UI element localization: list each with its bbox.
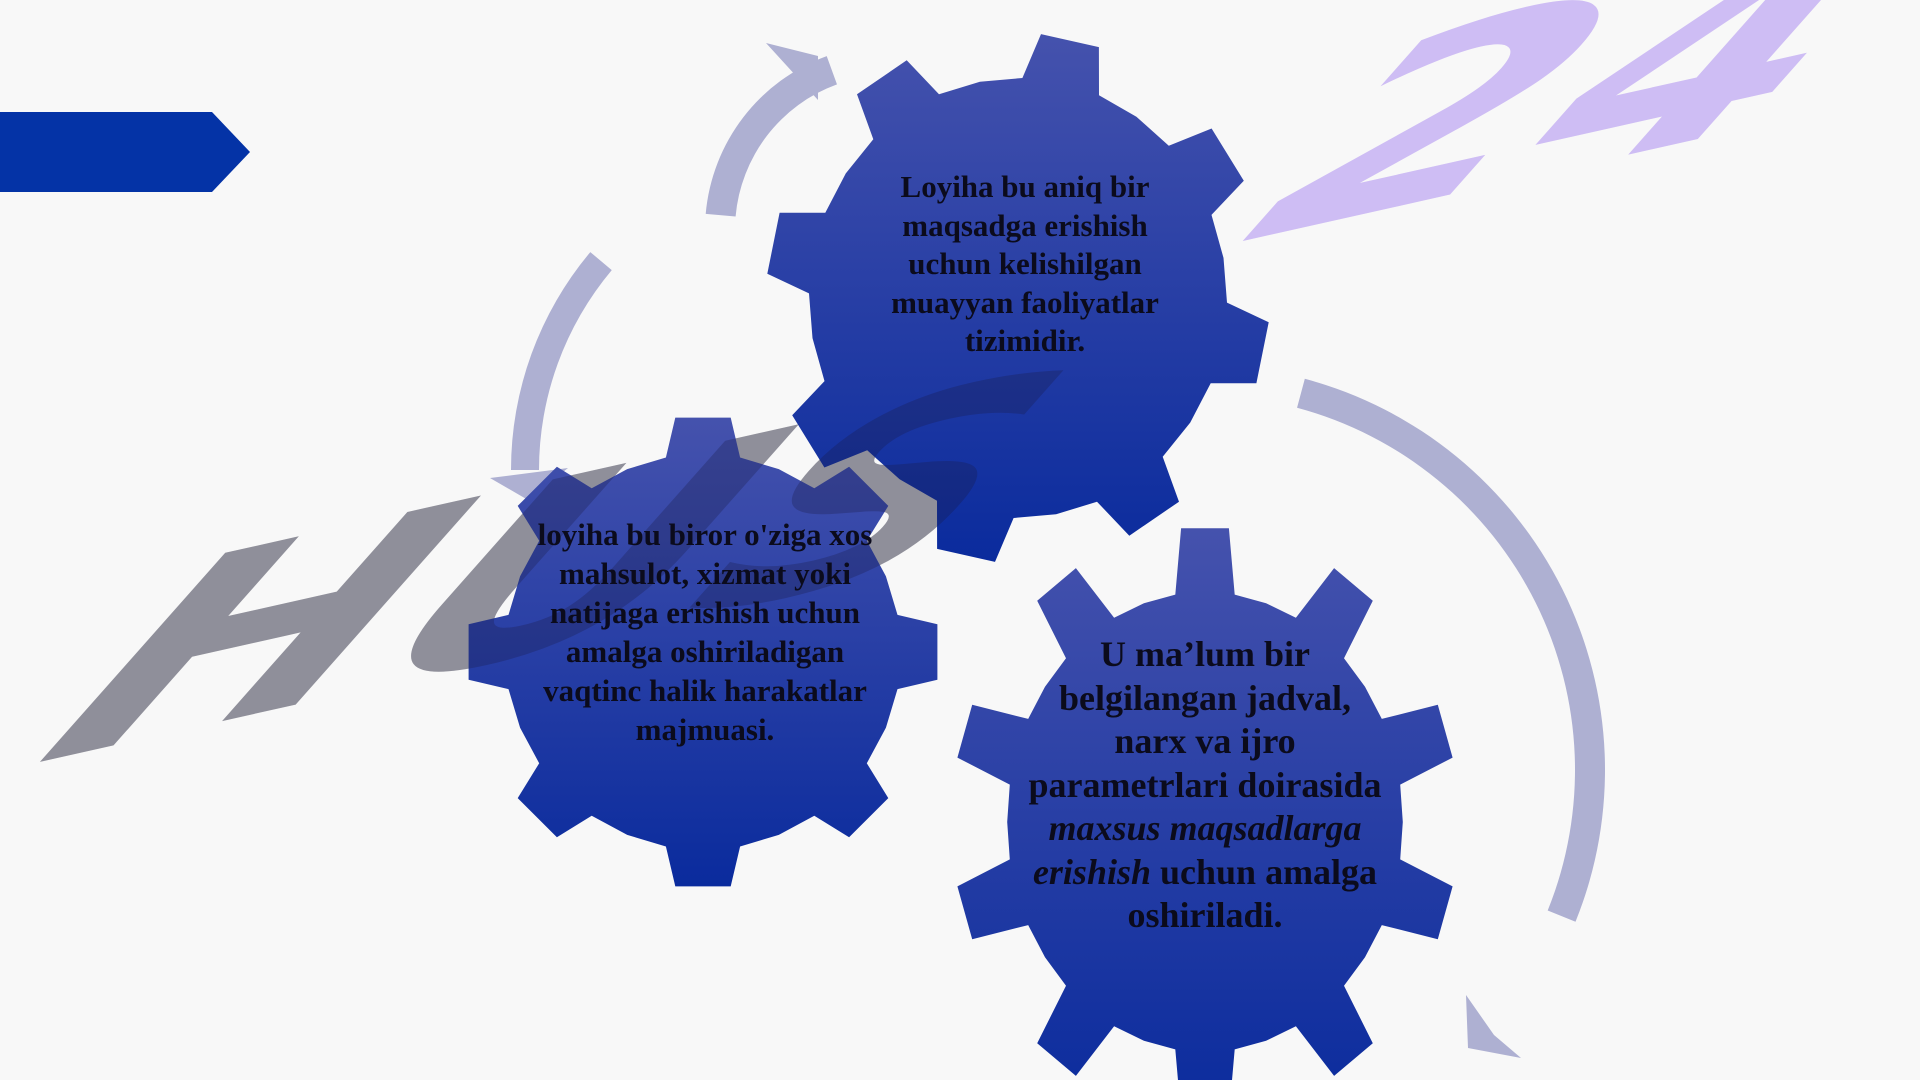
cycle-arrow-icon xyxy=(511,252,612,470)
gear-top-text: Loyiha bu aniq bir maqsadga erishish uch… xyxy=(891,169,1159,358)
cycle-arrow-icon xyxy=(705,56,837,217)
watermark-overlay: 24 xyxy=(1152,0,1920,316)
gear-left-text: loyiha bu biror o'ziga xos mahsulot, xiz… xyxy=(537,517,873,747)
cycle-arrow-head-icon xyxy=(1466,995,1521,1058)
cycle-arrow-head-icon xyxy=(766,43,818,100)
gear-icon xyxy=(468,417,938,887)
gear-right-text: U ma’lum bir belgilangan jadval, narx va… xyxy=(1020,633,1390,938)
gear-right-text-part2: uchun amalga oshiriladi. xyxy=(1127,851,1378,936)
banner-arrow-icon xyxy=(0,112,250,192)
gear-icon xyxy=(767,34,1269,562)
gear-icon xyxy=(957,528,1453,1080)
cycle-arrow-icon xyxy=(1297,378,1606,922)
gear-right-text-italic: maxsus maqsadlarga erishish xyxy=(1032,808,1362,892)
gear-right-text-part1: U ma’lum bir belgilangan jadval, narx va… xyxy=(1028,634,1382,805)
